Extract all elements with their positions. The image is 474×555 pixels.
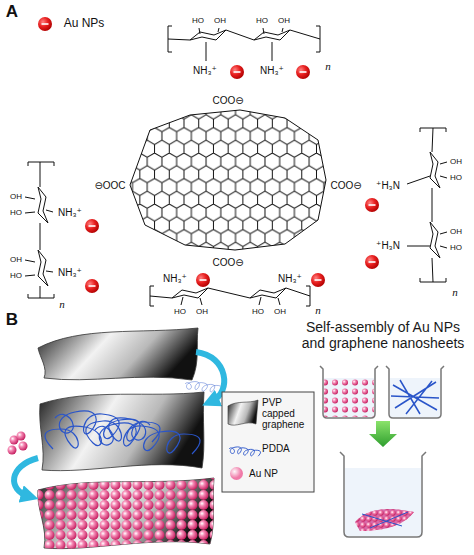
hydroxyl-label: HO: [174, 308, 186, 317]
process-arrow: [14, 458, 38, 496]
hydroxyl-label: HO: [450, 244, 462, 253]
panel-letter: B: [6, 311, 18, 330]
legend-label: Au NP: [249, 468, 293, 479]
hydroxyl-label: HO: [192, 17, 204, 26]
legend-sample-graphene: [228, 400, 258, 425]
hydroxyl-label: HO: [10, 272, 22, 281]
au-nanoparticle-layer: [38, 478, 214, 549]
carboxylate-label: COO⊖: [212, 257, 243, 268]
panel-letter: A: [6, 3, 18, 22]
hydroxyl-label: OH: [450, 228, 462, 237]
hydroxyl-label: HO: [10, 209, 22, 218]
beaker-hybrid: [340, 452, 426, 537]
au-graphene-sheet: [38, 478, 214, 549]
amine-label: NH₃⁺: [193, 65, 217, 76]
legend-sample-pdda: [229, 447, 261, 456]
mixing-arrow: [369, 421, 397, 447]
hydroxyl-label: OH: [10, 193, 22, 202]
pdda-graphene-sheet: [40, 392, 204, 471]
carboxylate-label: COO⊖: [212, 95, 243, 106]
hydroxyl-label: HO: [450, 174, 462, 183]
hydroxyl-label: OH: [196, 308, 208, 317]
process-arrow: [196, 352, 224, 401]
pdda-chains: [45, 382, 222, 454]
legend-frame: [222, 392, 314, 492]
hydroxyl-label: HO: [252, 308, 264, 317]
legend-label: PDDA: [262, 443, 310, 454]
beaker-graphene: [386, 366, 444, 418]
amine-label: ⁺H₃N: [376, 240, 400, 251]
graphene-sheet: [130, 110, 326, 250]
pvp-graphene-sheet: [38, 328, 198, 380]
au-nanoparticle: [38, 17, 379, 293]
au-nanoparticle-cluster: [8, 432, 28, 455]
hydroxyl-label: OH: [214, 17, 226, 26]
beaker-au-nps: [320, 366, 378, 418]
hydroxyl-label: OH: [274, 308, 286, 317]
hydroxyl-label: OH: [450, 158, 462, 167]
key-label: Au NPs: [64, 17, 105, 30]
chitosan-chain: [168, 26, 320, 61]
chitosan-chain: [407, 128, 447, 282]
amine-label: NH₃⁺: [58, 267, 82, 278]
amine-label: NH₃⁺: [260, 65, 284, 76]
legend-swatch: [230, 467, 243, 480]
amine-label: NH₃⁺: [278, 273, 302, 284]
repeat-index: n: [325, 60, 331, 72]
carboxylate-label: COO⊖: [330, 180, 361, 191]
amine-label: ⁺H₃N: [376, 180, 400, 191]
panel-title: Self-assembly of Au NPs and graphene nan…: [297, 319, 469, 351]
legend-label: PVP capped graphene: [262, 397, 310, 430]
repeat-index: n: [315, 304, 321, 316]
chitosan-chain: [150, 286, 310, 306]
hydroxyl-label: OH: [10, 256, 22, 265]
hydroxyl-label: OH: [278, 17, 290, 26]
chitosan-chain: [25, 162, 54, 298]
repeat-index: n: [59, 298, 65, 310]
carboxylate-label: ⊖OOC: [94, 180, 125, 191]
repeat-index: n: [452, 286, 458, 298]
hydroxyl-label: HO: [256, 17, 268, 26]
amine-label: NH₃⁺: [58, 207, 82, 218]
amine-label: NH₃⁺: [163, 273, 187, 284]
